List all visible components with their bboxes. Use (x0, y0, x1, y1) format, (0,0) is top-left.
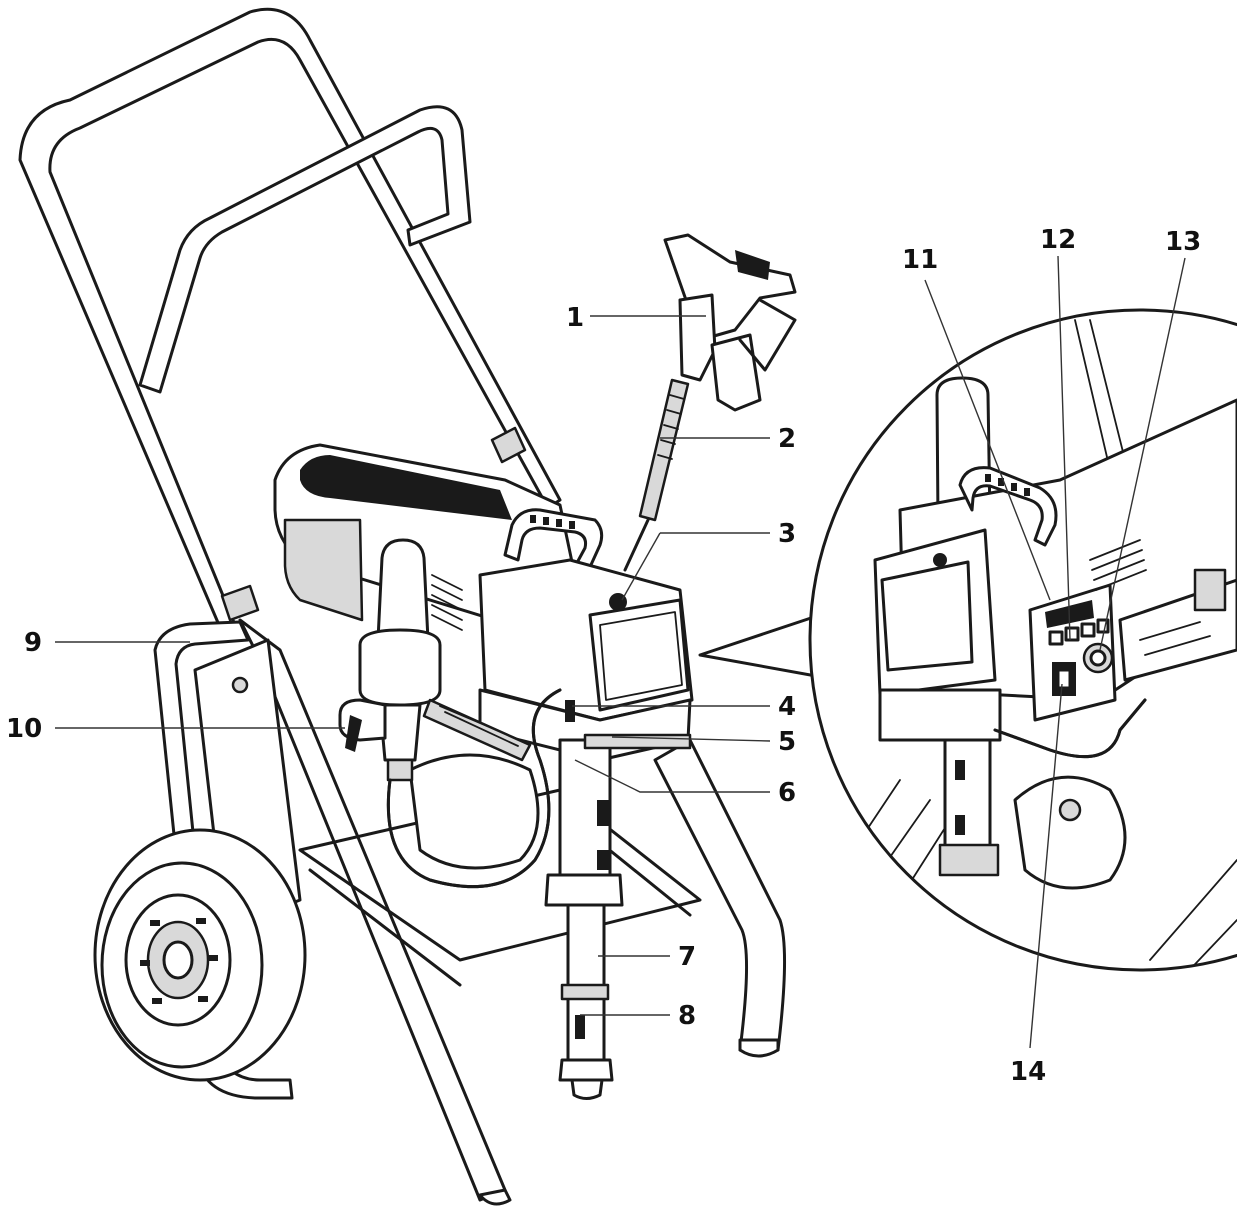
callout-4: 4 (778, 692, 796, 722)
callout-1: 1 (566, 303, 584, 333)
callout-10: 10 (6, 714, 42, 744)
callout-9: 9 (24, 628, 42, 658)
callout-6: 6 (778, 778, 796, 808)
callout-7: 7 (678, 942, 696, 972)
pump (544, 738, 624, 1100)
hose (386, 688, 562, 889)
rear-wheel (408, 753, 540, 870)
callout-3: 3 (778, 519, 796, 549)
callout-12: 12 (1040, 225, 1076, 255)
spray-gun (623, 233, 797, 572)
wheel (93, 828, 307, 1082)
callout-13: 13 (1165, 227, 1201, 257)
callout-labels: 1 2 3 4 5 6 7 8 9 10 11 12 13 14 (6, 225, 1201, 1087)
callout-14: 14 (1010, 1057, 1046, 1087)
detail-inset (698, 308, 1237, 972)
callout-8: 8 (678, 1001, 696, 1031)
leader-lines (55, 255, 1186, 1049)
callout-11: 11 (902, 245, 938, 275)
callout-2: 2 (778, 424, 796, 454)
callout-5: 5 (778, 727, 796, 757)
filter-housing (338, 538, 442, 782)
motor-housing (273, 443, 694, 762)
